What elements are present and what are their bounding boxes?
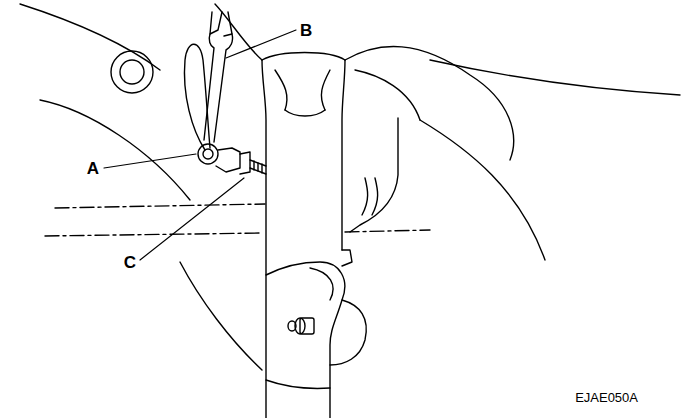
reference-line: [55, 204, 265, 208]
knuckle-bracket: [266, 380, 330, 388]
leader-line: [104, 154, 196, 168]
wrench: [210, 12, 222, 34]
brake-line: [350, 118, 398, 232]
strut-tube: [262, 60, 266, 418]
part-letter: B: [298, 21, 314, 40]
reference-line: [345, 230, 430, 232]
fender-line: [345, 46, 514, 160]
body-panel-line: [20, 4, 160, 70]
wrench: [204, 34, 214, 140]
body-hole: [111, 51, 153, 93]
brake-line-clip: [342, 250, 352, 266]
bolt: [300, 318, 314, 334]
body-panel-line: [40, 100, 190, 200]
fender-line: [430, 60, 680, 95]
body-panel-line: [180, 262, 262, 370]
brake-hose: [250, 160, 266, 174]
knuckle-bracket: [310, 268, 333, 300]
hose-fitting: [216, 148, 240, 172]
knuckle-bracket: [266, 262, 345, 418]
retaining-clip: [184, 44, 210, 150]
reference-line: [45, 233, 262, 236]
part-letter: C: [122, 253, 138, 272]
figure-code: EJAE050A: [573, 390, 640, 405]
strut-tube: [342, 60, 345, 250]
wrench: [224, 12, 232, 36]
fender-line: [355, 70, 420, 120]
strut-top: [285, 110, 325, 116]
fender-line: [420, 120, 545, 260]
knuckle-bracket: [330, 300, 366, 365]
strut-top: [275, 70, 330, 110]
wrench: [214, 34, 233, 142]
leader-line: [226, 30, 296, 58]
strut-top: [262, 53, 345, 61]
part-letter: A: [85, 159, 101, 178]
hose-fitting: [240, 152, 250, 174]
brake-line-clip: [362, 178, 378, 215]
body-hole: [120, 60, 144, 84]
wrench-ring: [198, 144, 218, 164]
bolt: [288, 321, 296, 331]
brake-hose: [254, 161, 262, 173]
leader-line: [140, 178, 244, 260]
wrench-ring: [203, 149, 213, 159]
